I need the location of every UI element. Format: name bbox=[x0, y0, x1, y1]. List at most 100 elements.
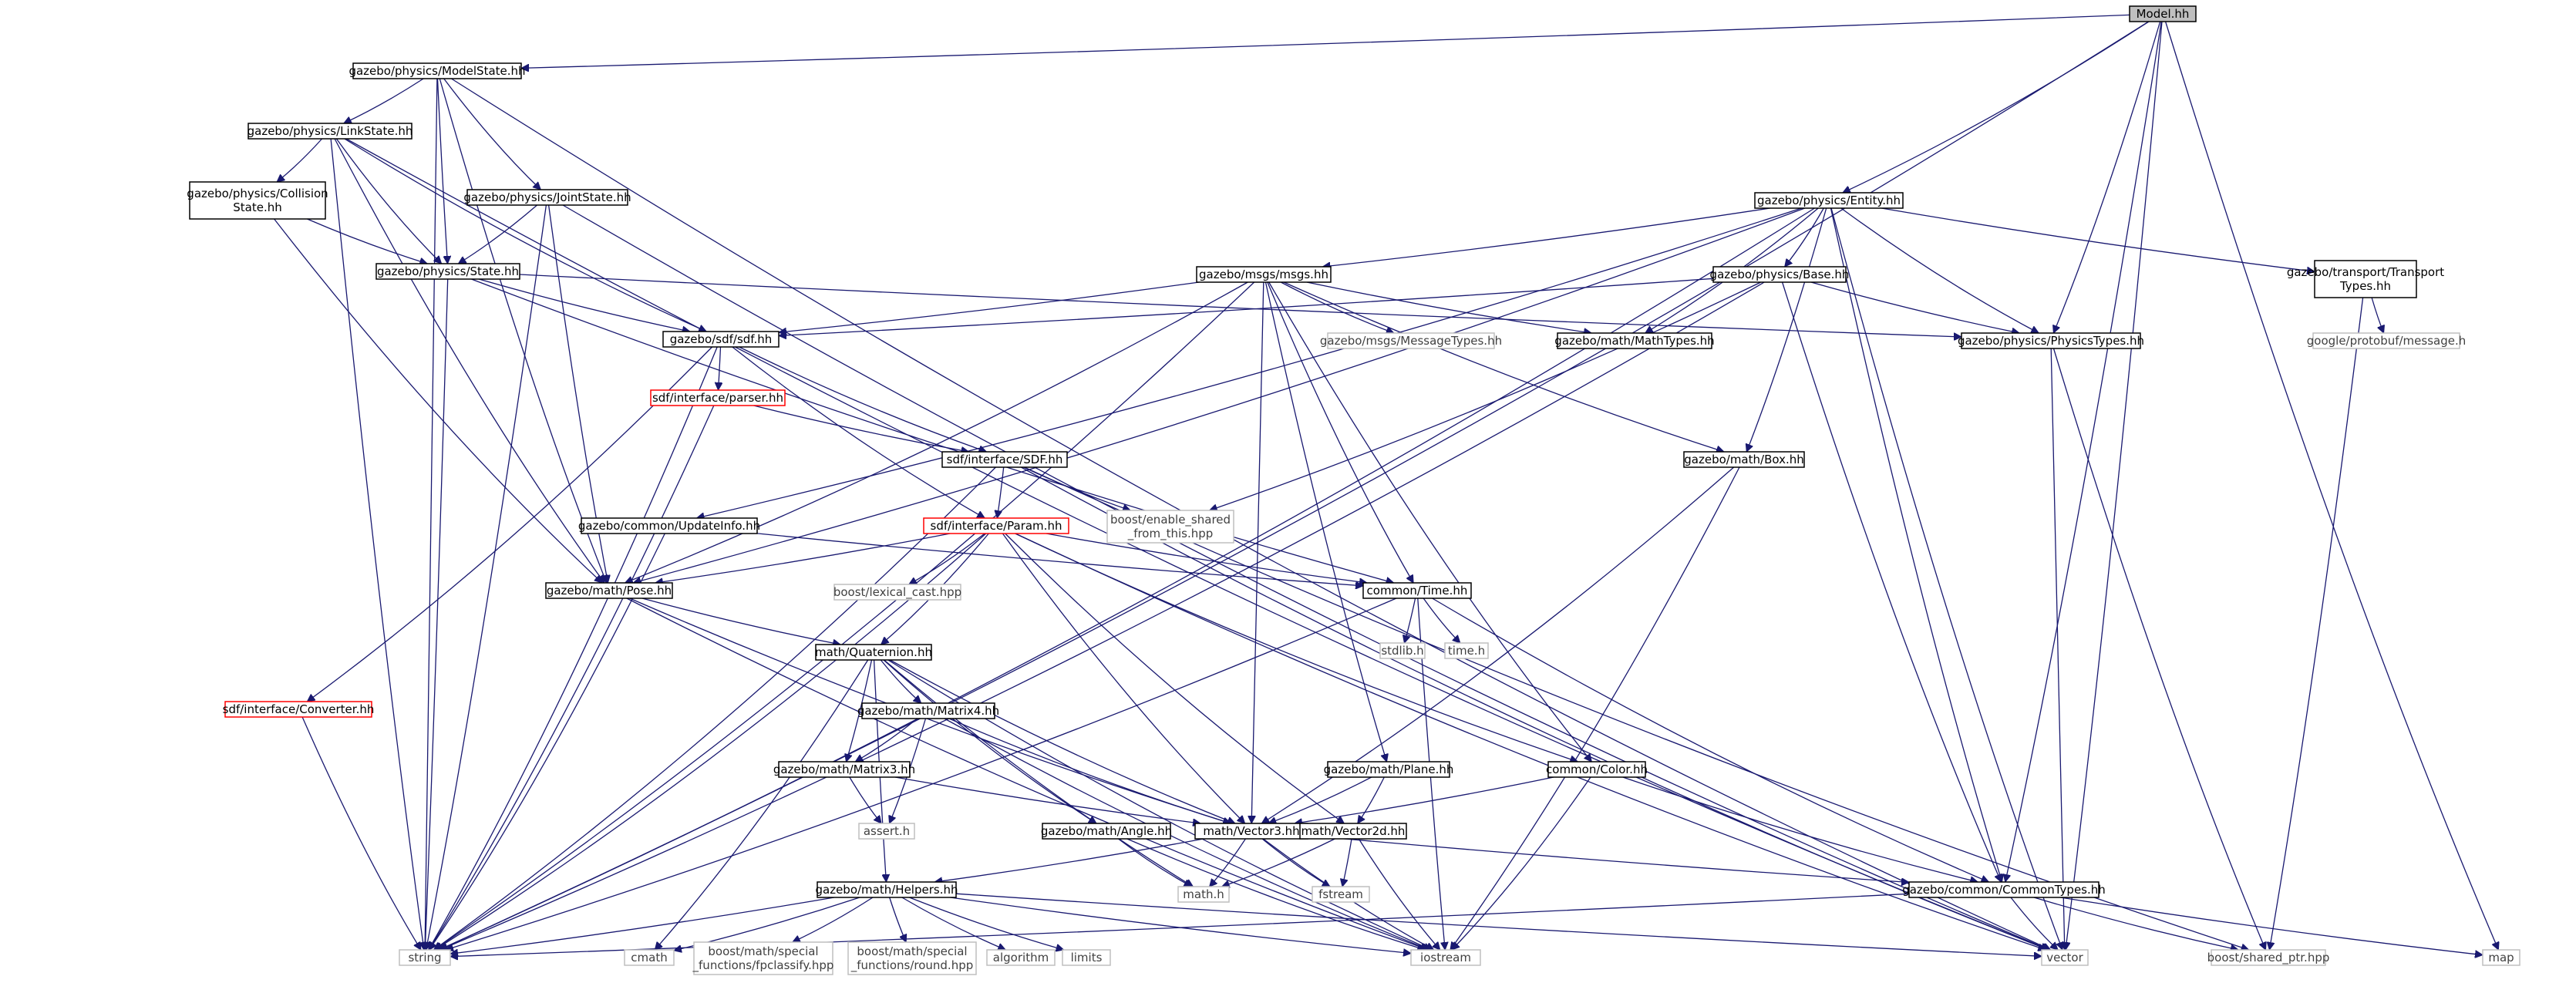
node-matrix3[interactable]: gazebo/math/Matrix3.hh bbox=[773, 761, 915, 778]
node-label: gazebo/math/MathTypes.hh bbox=[1554, 334, 1714, 348]
node-box[interactable]: gazebo/math/Box.hh bbox=[1683, 451, 1805, 468]
node-cmath[interactable]: cmath bbox=[624, 949, 675, 966]
edge-msgs-to-msgtypes bbox=[1280, 281, 1394, 333]
node-label: gazebo/sdf/sdf.hh bbox=[670, 332, 773, 346]
node-commontypes[interactable]: gazebo/common/CommonTypes.hh bbox=[1902, 881, 2106, 898]
edge-helpers-to-fpclassify bbox=[793, 897, 874, 942]
edge-param-to-vector3 bbox=[1002, 533, 1244, 823]
edge-model-to-vector bbox=[2066, 21, 2163, 950]
node-box bbox=[861, 702, 995, 719]
node-state[interactable]: gazebo/physics/State.hh bbox=[375, 263, 520, 280]
edge-state-to-time bbox=[471, 278, 1393, 583]
node-algorithm[interactable]: algorithm bbox=[986, 949, 1056, 966]
node-fpclassify[interactable]: boost/math/special_functions/fpclassify.… bbox=[692, 941, 834, 975]
node-helpers[interactable]: gazebo/math/Helpers.hh bbox=[815, 881, 958, 898]
edge-entity-to-pose bbox=[633, 207, 1805, 583]
node-iostream[interactable]: iostream bbox=[1410, 949, 1481, 966]
node-mathtypes[interactable]: gazebo/math/MathTypes.hh bbox=[1554, 332, 1715, 349]
node-label: vector bbox=[2046, 951, 2083, 964]
edge-modelstate-to-vector bbox=[451, 78, 2050, 950]
node-model[interactable]: Model.hh bbox=[2129, 5, 2197, 22]
node-plane[interactable]: gazebo/math/Plane.hh bbox=[1324, 761, 1454, 778]
node-label: gazebo/physics/ModelState.hh bbox=[349, 64, 525, 78]
node-box bbox=[650, 389, 786, 406]
node-box bbox=[1908, 881, 2100, 898]
node-box bbox=[2482, 949, 2520, 966]
node-assert[interactable]: assert.h bbox=[858, 823, 915, 840]
node-enableshared[interactable]: boost/enable_shared_from_this.hpp bbox=[1106, 510, 1234, 544]
node-label: algorithm bbox=[993, 951, 1049, 964]
node-box bbox=[1177, 886, 1230, 903]
node-label: map bbox=[2488, 951, 2514, 964]
node-angle[interactable]: gazebo/math/Angle.hh bbox=[1041, 823, 1172, 840]
edge-parser-to-sdfi bbox=[753, 405, 969, 452]
edge-state-to-sdf bbox=[479, 278, 690, 332]
node-pose[interactable]: gazebo/math/Pose.hh bbox=[545, 582, 673, 599]
node-label: gazebo/msgs/msgs.hh bbox=[1199, 268, 1328, 281]
node-round[interactable]: boost/math/special_functions/round.hpp bbox=[847, 941, 977, 975]
node-param[interactable]: sdf/interface/Param.hh bbox=[923, 517, 1069, 534]
node-label: iostream bbox=[1420, 951, 1471, 964]
node-quat[interactable]: math/Quaternion.hh bbox=[815, 644, 932, 661]
node-msgs[interactable]: gazebo/msgs/msgs.hh bbox=[1196, 266, 1332, 283]
node-linkstate[interactable]: gazebo/physics/LinkState.hh bbox=[247, 123, 413, 140]
node-vector3[interactable]: math/Vector3.hh bbox=[1194, 823, 1308, 840]
node-vector2d[interactable]: math/Vector2d.hh bbox=[1299, 823, 1407, 840]
node-string[interactable]: string bbox=[399, 949, 451, 966]
node-box bbox=[189, 181, 326, 220]
node-color[interactable]: common/Color.hh bbox=[1546, 761, 1648, 778]
node-vector[interactable]: vector bbox=[2041, 949, 2089, 966]
edge-sdfi-to-string bbox=[434, 466, 996, 950]
edge-vector3-to-commontypes bbox=[1307, 835, 1909, 883]
edge-sdfi-to-param bbox=[997, 466, 1005, 518]
edge-param-to-pose bbox=[655, 533, 951, 583]
edge-commontypes-to-sharedptr bbox=[2033, 897, 2238, 950]
edge-model-to-string bbox=[439, 21, 2149, 950]
node-converter[interactable]: sdf/interface/Converter.hh bbox=[223, 701, 375, 718]
edge-entity-to-vector bbox=[1830, 207, 2062, 950]
node-msgtypes[interactable]: gazebo/msgs/MessageTypes.hh bbox=[1320, 332, 1502, 349]
edge-commontypes-to-vector bbox=[2010, 897, 2058, 950]
node-protobuf[interactable]: google/protobuf/message.h bbox=[2307, 332, 2467, 349]
node-base[interactable]: gazebo/physics/Base.hh bbox=[1710, 266, 1850, 283]
node-sdf[interactable]: gazebo/sdf/sdf.hh bbox=[662, 331, 780, 348]
node-time[interactable]: common/Time.hh bbox=[1362, 582, 1472, 599]
edge-entity-to-transporttypes bbox=[1881, 207, 2315, 271]
edge-matrix3-to-vector3 bbox=[894, 776, 1200, 823]
edge-entity-to-commontypes bbox=[1830, 207, 2002, 882]
node-label: gazebo/math/Box.hh bbox=[1684, 453, 1803, 466]
node-matrix4[interactable]: gazebo/math/Matrix4.hh bbox=[857, 702, 999, 719]
node-sharedptr[interactable]: boost/shared_ptr.hpp bbox=[2207, 949, 2330, 966]
node-parser[interactable]: sdf/interface/parser.hh bbox=[650, 389, 786, 406]
node-timeh[interactable]: time.h bbox=[1444, 642, 1489, 659]
node-box bbox=[815, 644, 932, 661]
node-sdfi[interactable]: sdf/interface/SDF.hh bbox=[941, 451, 1068, 468]
edge-time-to-commontypes bbox=[1432, 598, 1989, 882]
node-lexical[interactable]: boost/lexical_cast.hpp bbox=[833, 584, 961, 601]
edge-base-to-enableshared bbox=[1210, 281, 1762, 510]
node-updateinfo[interactable]: gazebo/common/UpdateInfo.hh bbox=[578, 517, 760, 534]
node-modelstate[interactable]: gazebo/physics/ModelState.hh bbox=[349, 62, 526, 79]
node-jointstate[interactable]: gazebo/physics/JointState.hh bbox=[463, 189, 631, 206]
node-box bbox=[833, 584, 961, 601]
node-entity[interactable]: gazebo/physics/Entity.hh bbox=[1754, 192, 1904, 209]
node-label: gazebo/math/Pose.hh bbox=[547, 584, 672, 598]
edge-base-to-sdf bbox=[779, 278, 1714, 335]
edge-pose-to-iostream bbox=[626, 598, 1428, 950]
edge-updateinfo-to-time bbox=[756, 533, 1363, 586]
edge-jointstate-to-string bbox=[426, 204, 547, 950]
node-mathh[interactable]: math.h bbox=[1177, 886, 1230, 903]
node-label: gazebo/math/Matrix3.hh bbox=[773, 762, 915, 776]
node-physicstypes[interactable]: gazebo/physics/PhysicsTypes.hh bbox=[1958, 332, 2144, 349]
node-fstream[interactable]: fstream bbox=[1312, 886, 1370, 903]
node-box bbox=[817, 881, 957, 898]
node-stdlib[interactable]: stdlib.h bbox=[1379, 642, 1426, 659]
node-map[interactable]: map bbox=[2482, 949, 2520, 966]
edge-msgs-to-pose bbox=[625, 281, 1248, 583]
node-label: gazebo/math/Plane.hh bbox=[1324, 762, 1454, 776]
edge-base-to-commontypes bbox=[1781, 281, 2002, 882]
node-box bbox=[2041, 949, 2089, 966]
node-limits[interactable]: limits bbox=[1062, 949, 1111, 966]
